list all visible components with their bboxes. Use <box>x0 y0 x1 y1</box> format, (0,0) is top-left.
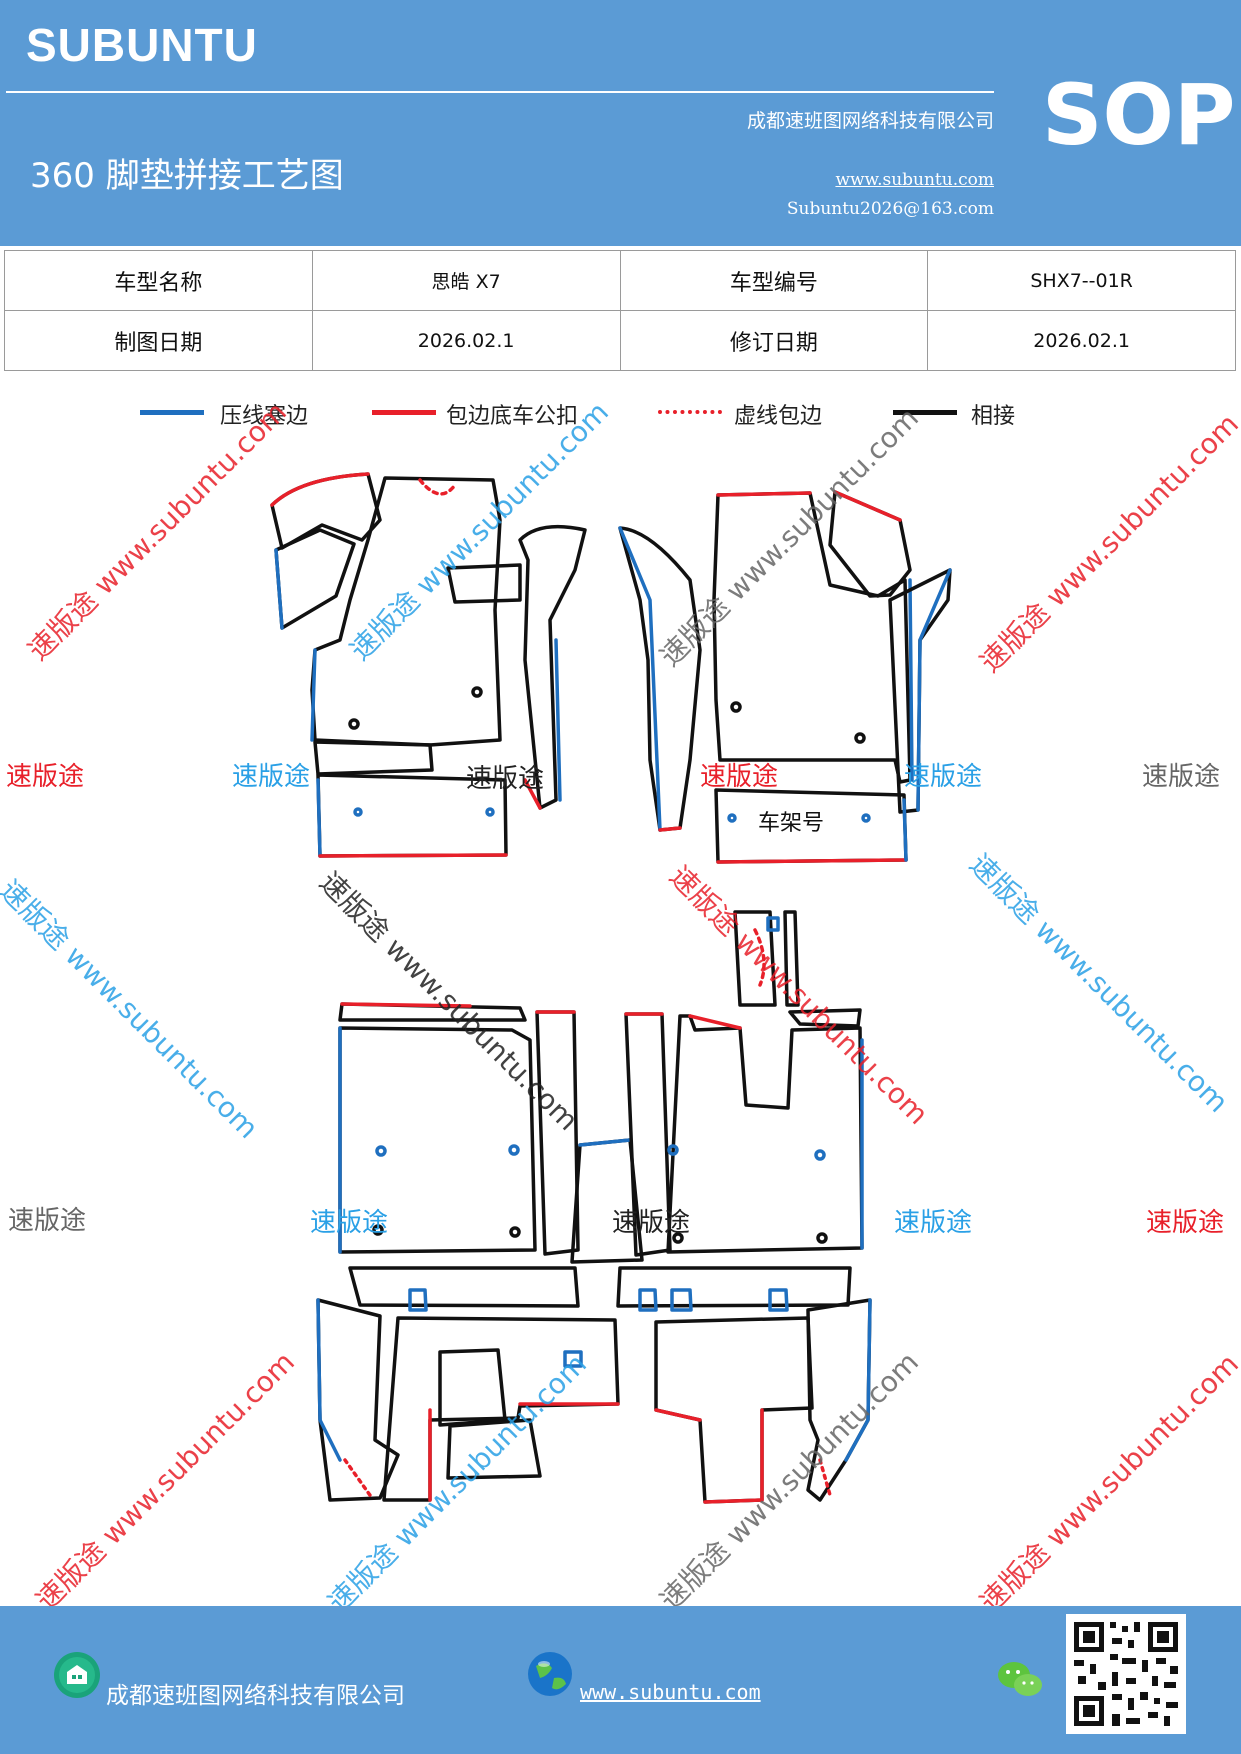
table-row: 制图日期 2026.02.1 修订日期 2026.02.1 <box>4 310 1236 371</box>
table-cell: 车型编号 <box>619 250 929 311</box>
legend-label: 相接 <box>971 404 1016 429</box>
legend-swatch <box>893 410 957 415</box>
legend-label: 包边底车公扣 <box>446 404 579 429</box>
watermark: 速版途 <box>612 1208 691 1238</box>
brand-logo: SUBUNTU <box>26 19 258 71</box>
mat-third-row-right <box>654 1298 872 1504</box>
table-cell: 车型名称 <box>4 250 313 311</box>
legend-label: 压线塞边 <box>220 404 309 429</box>
watermark: 速版途 <box>700 762 779 792</box>
legend-label: 虚线包边 <box>734 404 823 429</box>
footer-website-link[interactable]: www.subuntu.com <box>580 1680 761 1704</box>
header-email: Subuntu2026@163.com <box>786 199 994 219</box>
watermark: 速版途 <box>1146 1208 1225 1238</box>
watermark: 速版途 <box>894 1208 973 1238</box>
footer-company: 成都速班图网络科技有限公司 <box>106 1683 405 1709</box>
qr-code <box>1066 1614 1186 1734</box>
mat-third-row-left <box>316 1298 620 1502</box>
mat-front-left <box>270 472 587 858</box>
watermark: 速版途 <box>6 762 85 792</box>
mat-center-strip <box>733 910 800 1007</box>
building-icon <box>54 1652 100 1698</box>
watermark: 速版途 <box>466 764 545 794</box>
watermark: 速版途 <box>8 1206 87 1236</box>
frame-number-label: 车架号 <box>758 811 824 836</box>
legend-swatch <box>658 410 722 414</box>
vehicle-info-table: 车型名称 思皓 X7 车型编号 SHX7--01R 制图日期 2026.02.1… <box>4 250 1236 371</box>
watermark: 速版途 <box>232 762 311 792</box>
table-cell: 修订日期 <box>619 310 929 371</box>
sop-badge: SOP <box>1042 66 1236 164</box>
watermark: 速版途 <box>1142 762 1221 792</box>
mat-third-row-strips <box>348 1266 852 1312</box>
page-title: 360 脚垫拼接工艺图 <box>30 156 344 196</box>
mat-front-right <box>618 490 952 864</box>
table-cell: 2026.02.1 <box>311 310 621 371</box>
watermark: 速版途 <box>310 1208 389 1238</box>
table-cell: 2026.02.1 <box>927 310 1236 371</box>
legend-swatch <box>140 410 204 415</box>
table-cell: 思皓 X7 <box>311 250 621 311</box>
wechat-icon <box>998 1662 1042 1696</box>
footer-band: 成都速班图网络科技有限公司 www.subuntu.com <box>0 1606 1241 1754</box>
header-divider <box>6 91 994 93</box>
legend-swatch <box>372 410 436 415</box>
mat-second-row-left <box>338 1002 644 1264</box>
globe-icon <box>528 1652 572 1696</box>
mat-second-row-right <box>624 1008 864 1257</box>
header-website-link[interactable]: www.subuntu.com <box>835 170 994 190</box>
header-band: SUBUNTU 成都速班图网络科技有限公司 360 脚垫拼接工艺图 www.su… <box>0 0 1241 246</box>
header-company: 成都速班图网络科技有限公司 <box>746 110 994 132</box>
table-cell: 制图日期 <box>4 310 313 371</box>
watermark: 速版途 <box>904 762 983 792</box>
